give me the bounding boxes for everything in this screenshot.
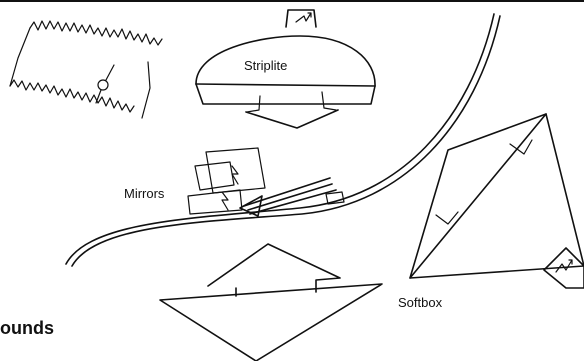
curved-cyc-line: [66, 14, 500, 266]
bottom-wedge-sketch: [160, 244, 382, 361]
striplite-label: Striplite: [244, 59, 287, 72]
partial-heading-text: ounds: [0, 319, 54, 337]
softbox-sketch: [410, 114, 584, 288]
softbox-label: Softbox: [398, 296, 442, 309]
wavy-reflector-sketch: [10, 21, 162, 118]
mirrors-label: Mirrors: [124, 187, 164, 200]
mirrors-sketch: [188, 148, 344, 216]
